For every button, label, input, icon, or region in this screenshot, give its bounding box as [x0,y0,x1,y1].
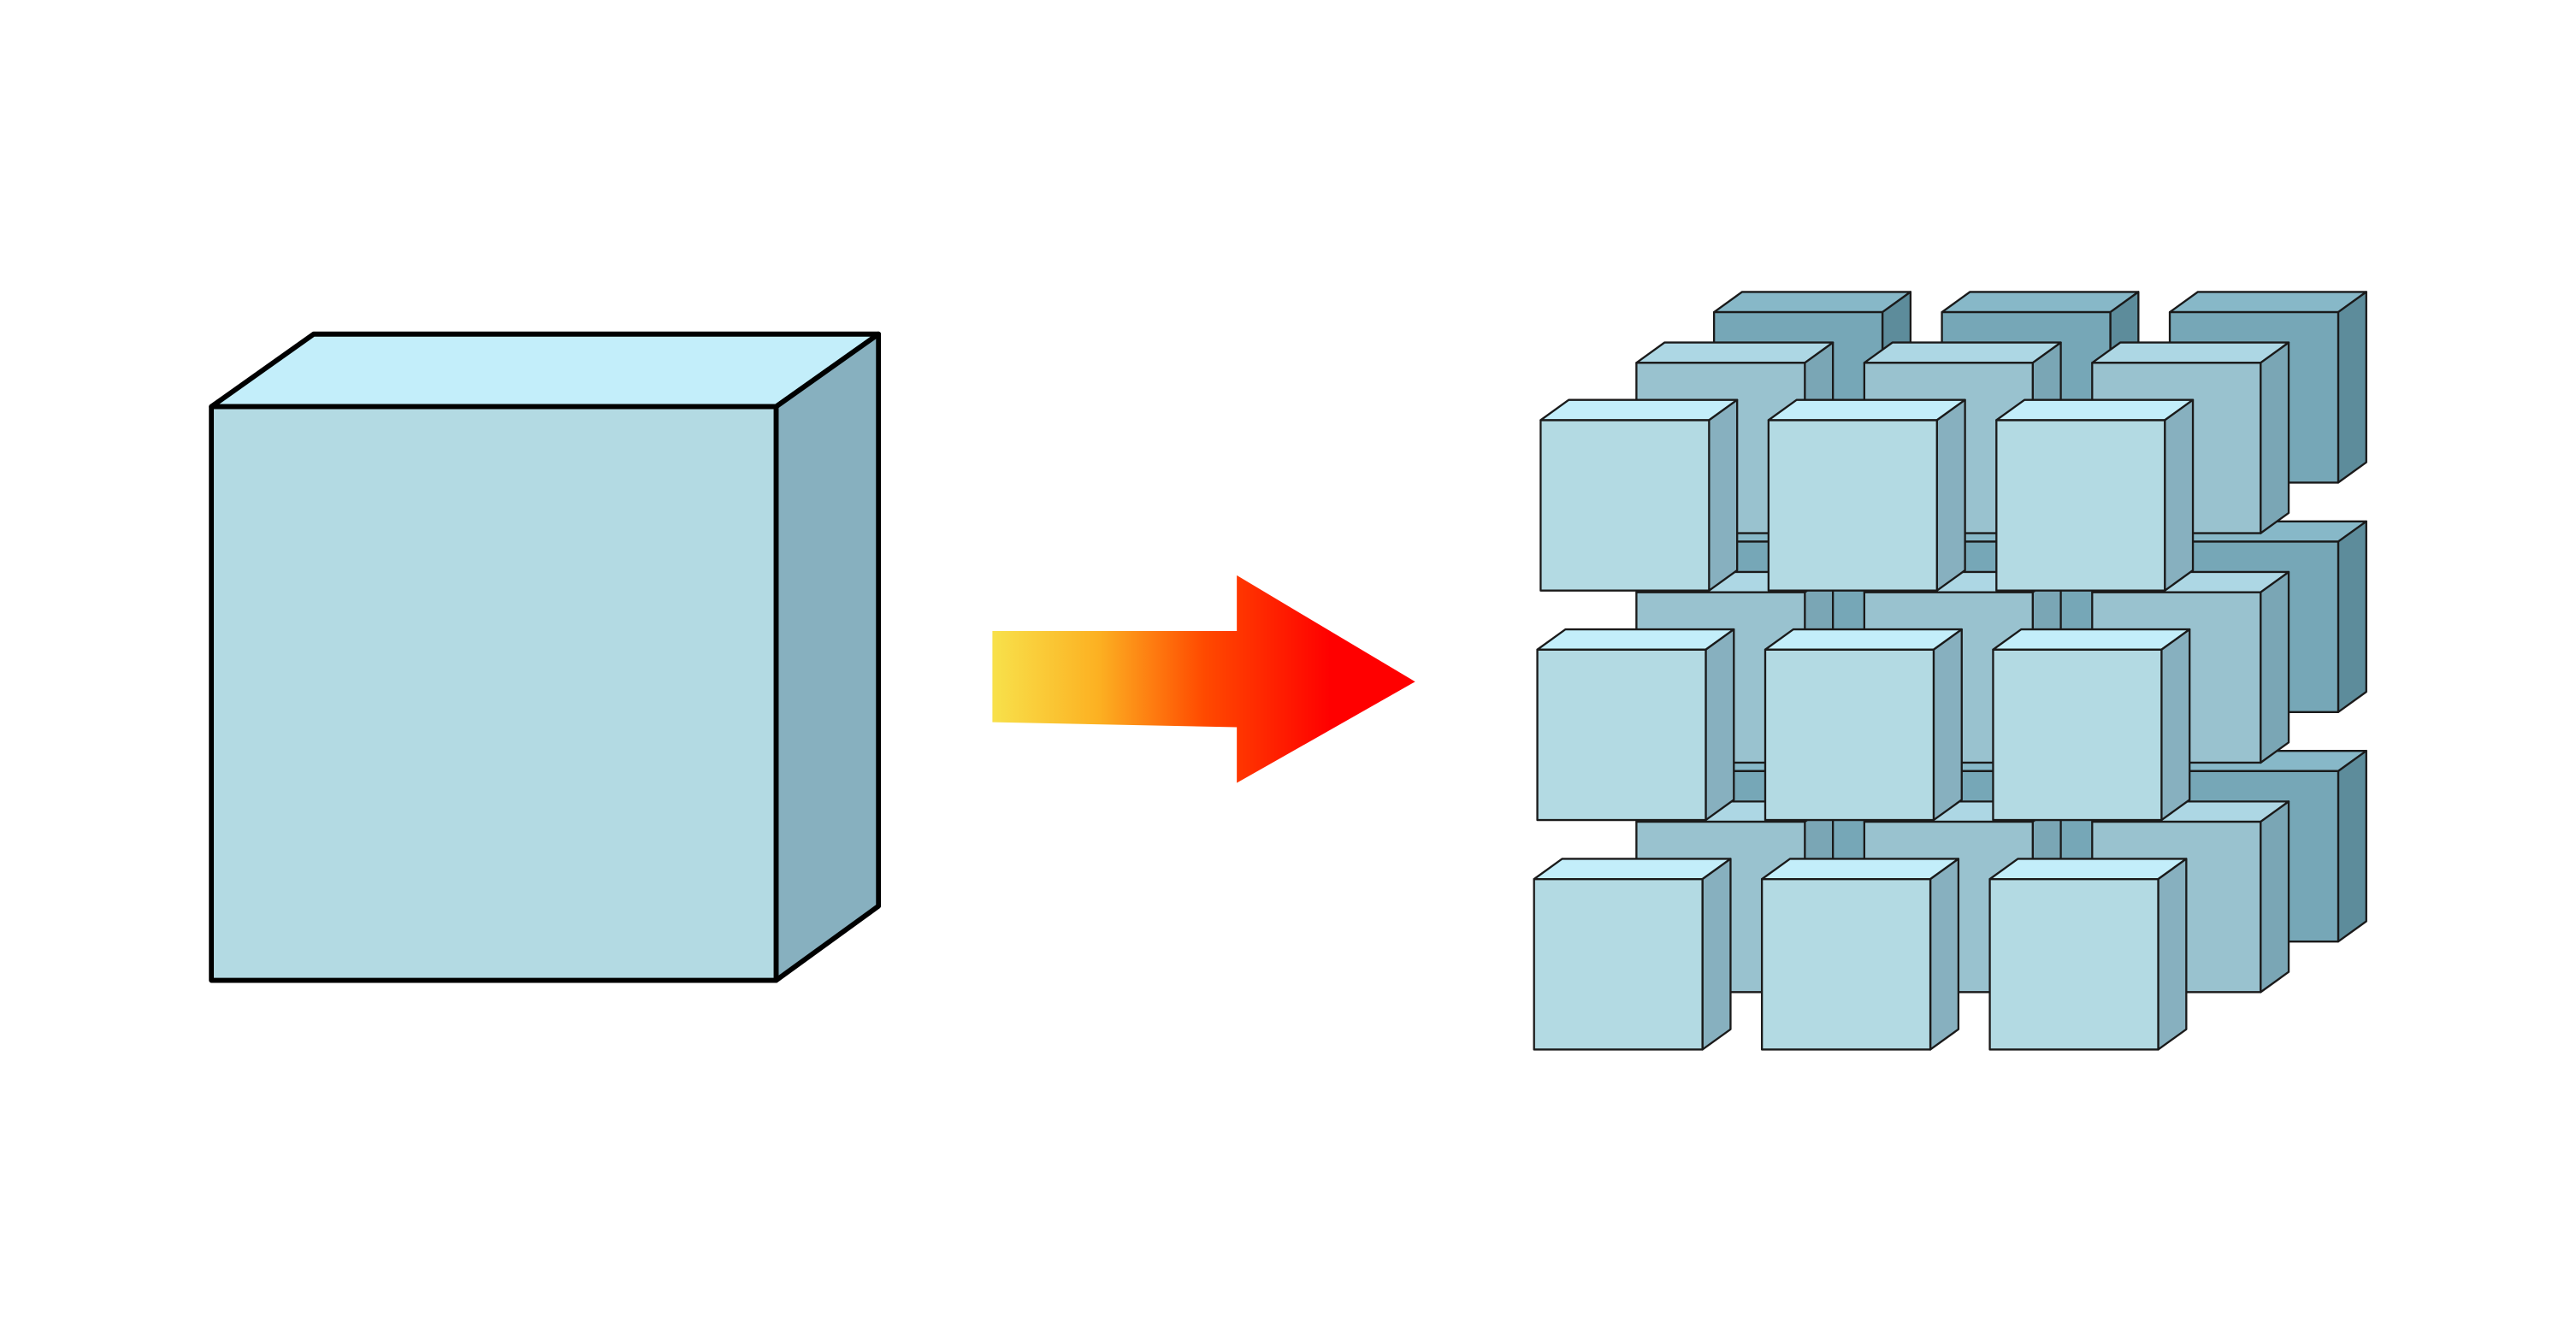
grid-cube-side-face [1705,628,1735,822]
grid-cube [1536,628,1735,822]
grid-cube [1760,858,1960,1051]
grid-cube-front-face [1995,419,2166,592]
grid-cube-top-face [1941,291,2140,314]
grid-cube-side-face [2164,398,2195,592]
grid-cube-side-face [1708,398,1739,592]
grid-cube [1533,858,1732,1051]
grid-cube-front-face [1764,648,1935,822]
grid-cube-top-face [1760,858,1960,881]
grid-cube [1764,628,1963,822]
grid-cube-top-face [1539,398,1739,422]
grid-cube-top-face [1863,341,2062,364]
grid-cube-top-face [2168,291,2367,314]
grid-cube-top-face [1767,398,1966,422]
grid-cube-side-face [2160,628,2191,822]
grid-cube-front-face [1992,648,2163,822]
grid-cube-top-face [1712,291,1912,314]
grid-cube [1988,858,2188,1051]
grid-cube-side-face [1935,398,1966,592]
grid-cube-side-face [2157,858,2188,1051]
grid-cube-front-face [1533,877,1704,1051]
transform-arrow [992,575,1415,783]
grid-cube [1539,398,1739,592]
grid-cube [1995,398,2195,592]
grid-cube-front-face [1539,419,1710,592]
grid-cube-side-face [2260,800,2290,994]
grid-cube-side-face [2337,291,2367,484]
grid-cube [1992,628,2191,822]
source-cube-front-face [209,404,779,983]
grid-cube-top-face [1995,398,2195,422]
grid-cube-front-face [1988,877,2159,1051]
grid-cube-top-face [2091,341,2290,364]
grid-cube-top-face [1536,628,1735,651]
grid-cube-side-face [2337,749,2367,943]
grid-cube-front-face [1760,877,1932,1051]
grid-cube-front-face [1767,419,1938,592]
grid-cube-side-face [1932,628,1963,822]
grid-cube-top-face [1992,628,2191,651]
grid-cube-side-face [1929,858,1960,1051]
grid-cube-side-face [2260,570,2290,764]
grid-cube-side-face [2260,341,2290,534]
source-cube-top-face [209,331,882,410]
result-cube-grid [1533,291,2367,1051]
grid-cube [1767,398,1966,592]
grid-cube-front-face [1536,648,1707,822]
grid-cube-top-face [1533,858,1732,881]
grid-cube-top-face [1988,858,2188,881]
grid-cube-top-face [1635,341,1835,364]
source-cube-side-face [773,331,882,983]
grid-cube-side-face [1701,858,1732,1051]
source-cube [209,331,882,983]
grid-cube-side-face [2337,520,2367,713]
grid-cube-top-face [1764,628,1963,651]
